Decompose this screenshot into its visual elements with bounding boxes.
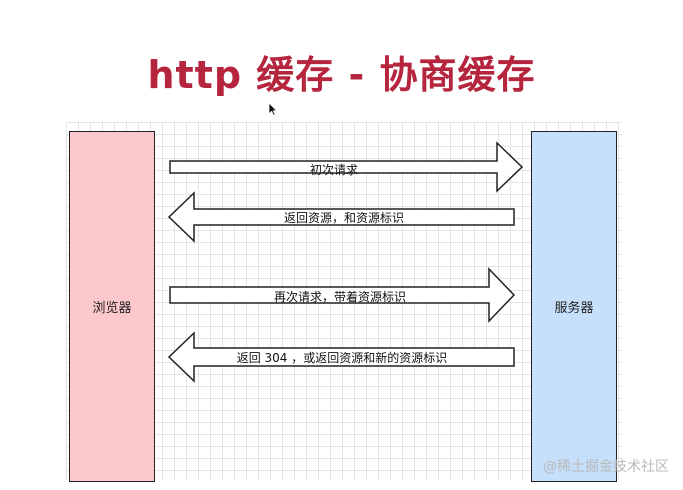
arrow-request-repeat (169, 267, 516, 323)
mouse-cursor-icon (268, 102, 278, 116)
server-label: 服务器 (554, 301, 594, 316)
browser-label: 浏览器 (92, 301, 132, 316)
diagram-title: http 缓存 - 协商缓存 (147, 53, 536, 97)
arrow-label-1: 初次请求 (309, 163, 359, 177)
arrow-request-initial (169, 141, 524, 193)
arrow-label-3: 再次请求，带着资源标识 (273, 290, 407, 304)
browser-box: 浏览器 (69, 131, 155, 482)
arrow-label-4: 返回 304 ，或返回资源和新的资源标识 (236, 351, 448, 365)
watermark: @稀土掘金技术社区 (543, 459, 669, 475)
arrow-response-initial (167, 191, 515, 243)
arrow-label-2: 返回资源，和资源标识 (283, 211, 405, 225)
arrow-response-304 (167, 331, 515, 383)
server-box: 服务器 (531, 131, 617, 482)
